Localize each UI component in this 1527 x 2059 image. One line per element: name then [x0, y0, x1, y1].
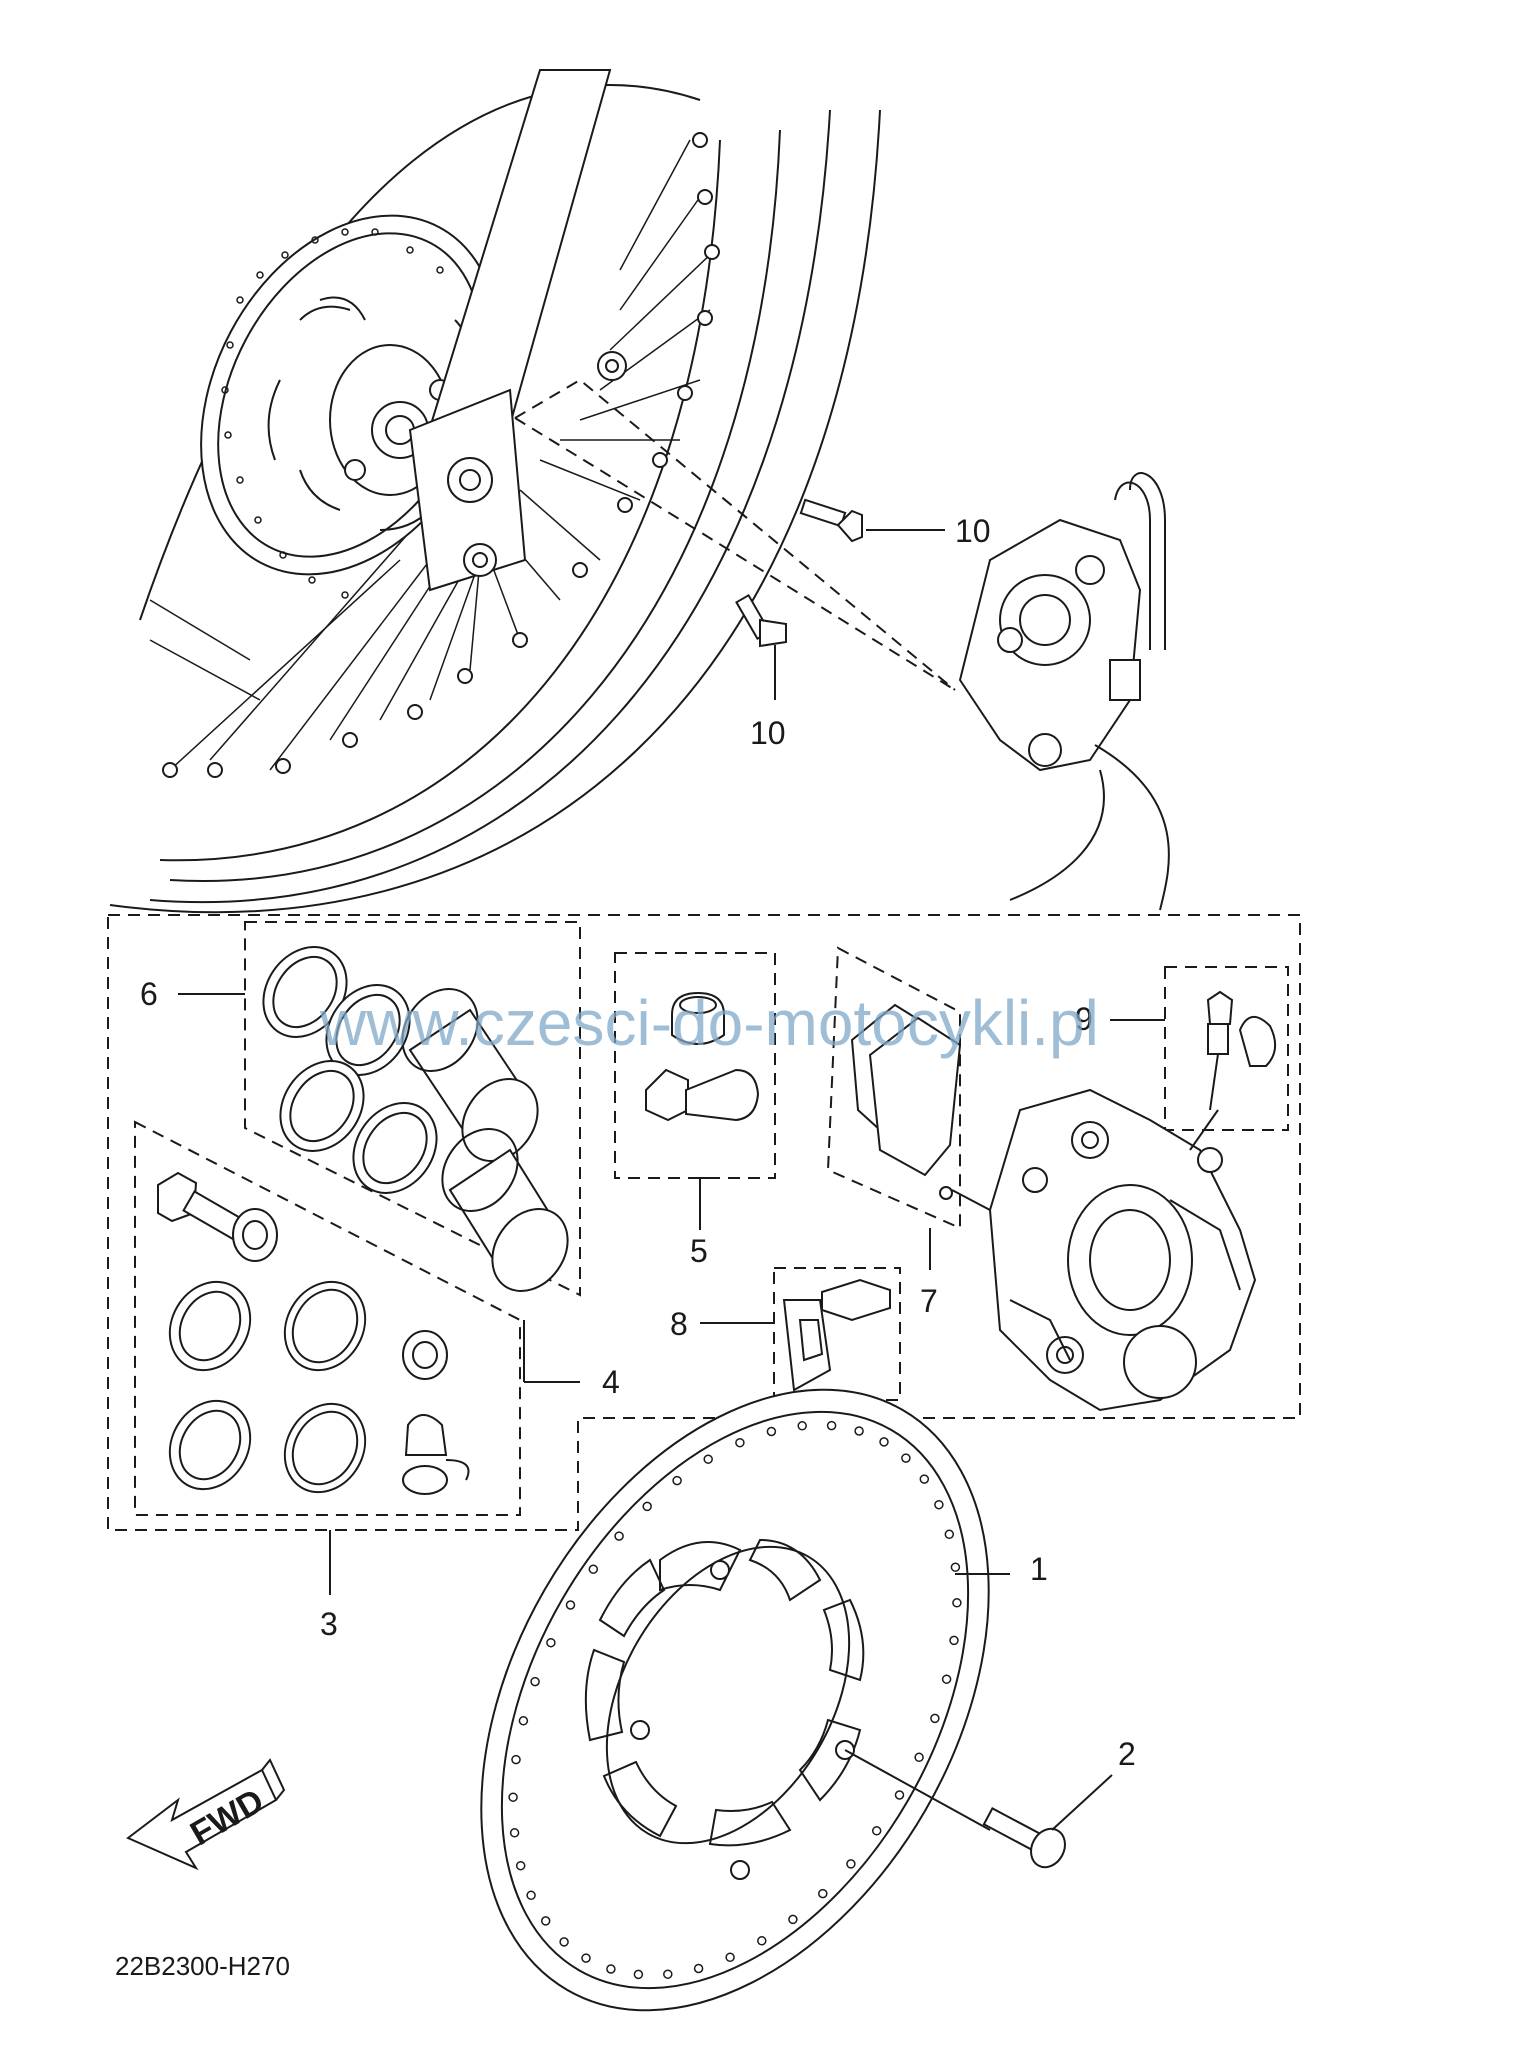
disc-hole [588, 1564, 599, 1574]
callout-1: 1 [1030, 1551, 1048, 1587]
callout-5: 5 [690, 1233, 708, 1269]
callout-3: 3 [320, 1606, 338, 1642]
front-wheel-illustration [109, 69, 881, 914]
disc-hole [846, 1859, 856, 1869]
watermark-text: www.czesci-do-motocykli.pl [319, 987, 1099, 1059]
callout-labels: 1 2 3 4 5 6 7 8 9 10 10 [140, 513, 1136, 1772]
disc-hole [950, 1562, 961, 1572]
disc-hole [633, 1969, 644, 1980]
disc-hole [944, 1529, 955, 1540]
disc-hole [934, 1499, 944, 1510]
explode-leader-curve-2 [1009, 769, 1105, 901]
callout-leaders [178, 993, 1165, 1595]
bleeder-kit-box [614, 952, 776, 1179]
disc-hole [735, 1437, 745, 1448]
disc-hole [509, 1828, 520, 1838]
disc-hole [559, 1937, 569, 1947]
caliper-body [988, 1088, 1257, 1412]
callout-8: 8 [670, 1306, 688, 1342]
disc-bolt [844, 1749, 1113, 1869]
explode-leader-curve [1094, 744, 1170, 911]
brake-disc [480, 1388, 990, 2012]
disc-hole [879, 1437, 889, 1447]
disc-hole [642, 1501, 652, 1512]
disc-hole [901, 1453, 911, 1463]
disc-hole [614, 1531, 624, 1541]
disc-hole [530, 1676, 540, 1687]
disc-hole [526, 1890, 536, 1901]
disc-hole [952, 1598, 962, 1608]
mounted-caliper [958, 472, 1166, 772]
piston-kit-box [244, 921, 581, 1297]
disc-hole [565, 1600, 576, 1610]
disc-hole [788, 1914, 798, 1925]
bleed-screw-box [1164, 966, 1289, 1131]
callout-4: 4 [602, 1364, 620, 1400]
figure-code: 22B2300-H270 [115, 1951, 290, 1981]
disc-hole [540, 1916, 551, 1926]
disc-hole [818, 1888, 828, 1899]
disc-hole [518, 1716, 529, 1726]
disc-hole [854, 1426, 864, 1436]
disc-hole [693, 1963, 704, 1974]
disc-hole [515, 1860, 526, 1871]
disc-hole [941, 1674, 952, 1684]
disc-hole [797, 1421, 807, 1431]
brake-pad-box [826, 946, 991, 1230]
disc-hole [508, 1792, 518, 1802]
callout-2: 2 [1118, 1736, 1136, 1772]
disc-hole [757, 1936, 767, 1946]
disc-hole [703, 1454, 713, 1464]
disc-hole [766, 1426, 777, 1437]
forward-direction-arrow: FWD [126, 1758, 286, 1871]
caliper-bolt-lower [735, 593, 787, 700]
disc-hole [914, 1752, 924, 1763]
callout-9: 9 [1075, 1001, 1093, 1037]
callout-10-upper: 10 [955, 513, 991, 549]
caliper-bolt-upper [799, 498, 945, 543]
disc-hole [546, 1637, 556, 1648]
disc-hole [919, 1474, 930, 1484]
disc-hole [663, 1969, 673, 1979]
disc-hole [581, 1953, 591, 1963]
callout-10-lower: 10 [750, 715, 786, 751]
disc-hole [894, 1790, 905, 1800]
disc-hole [930, 1713, 940, 1724]
pad-spring-box [773, 1267, 901, 1401]
disc-hole [725, 1952, 735, 1963]
disc-hole [672, 1475, 682, 1486]
disc-hole [606, 1964, 616, 1974]
caliper-kit-outline [107, 914, 1301, 1531]
disc-hole [826, 1420, 837, 1431]
callout-6: 6 [140, 976, 158, 1012]
seal-kit-box [134, 1120, 521, 1516]
disc-hole [871, 1826, 882, 1836]
callout-7: 7 [920, 1283, 938, 1319]
disc-hole [949, 1635, 959, 1646]
assembly-guide-lines [514, 378, 956, 691]
disc-hole [511, 1754, 521, 1765]
